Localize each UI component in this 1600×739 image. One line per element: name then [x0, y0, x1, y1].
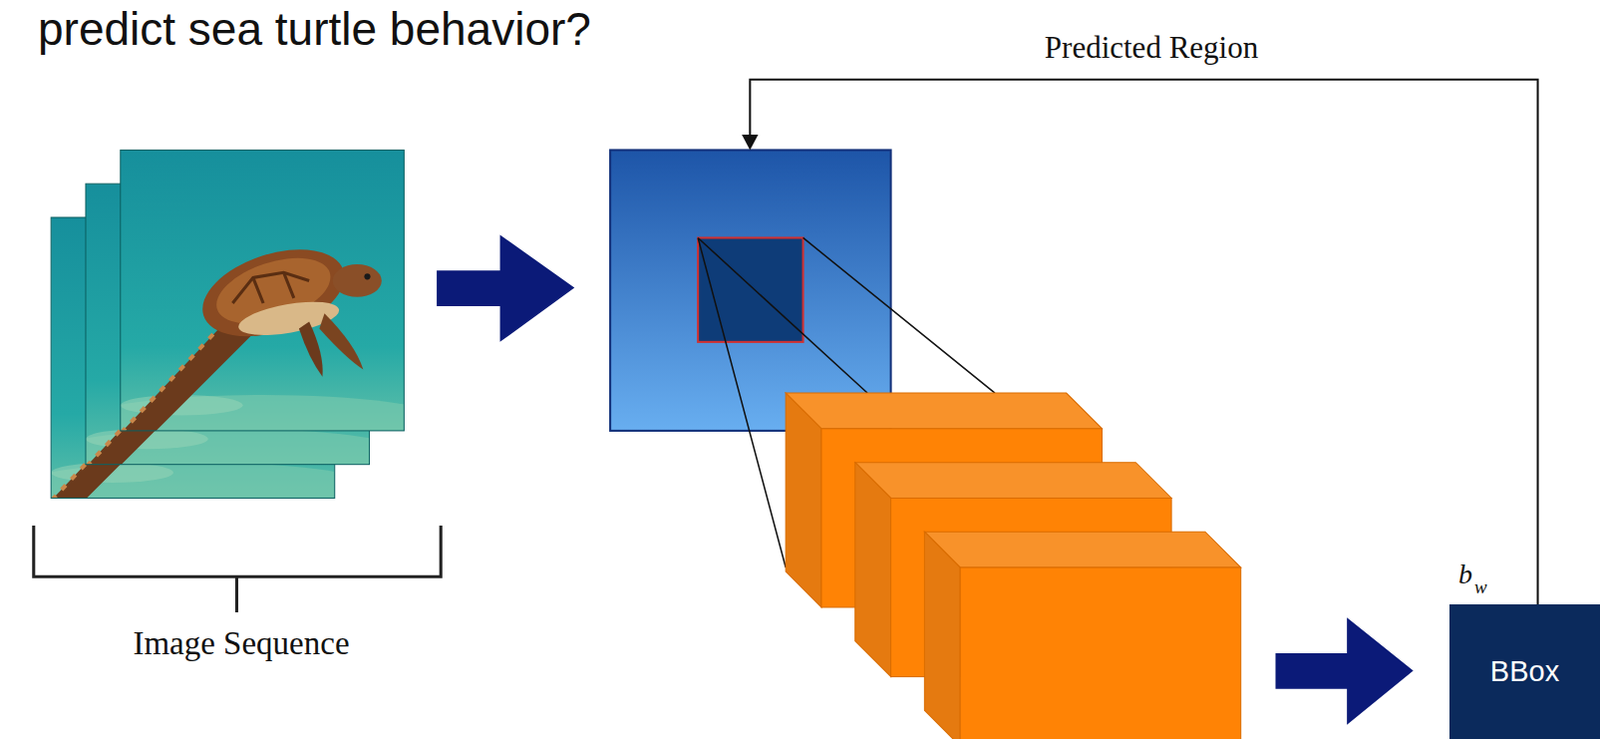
group-label: Image Sequence [132, 625, 349, 662]
variable-subscript: w [1474, 576, 1488, 599]
slide-title: predict sea turtle behavior? [37, 1, 592, 56]
variable-symbol: b [1458, 558, 1473, 591]
arrow-label: Predicted Region [1044, 29, 1259, 66]
box-text: BBox [1490, 654, 1560, 688]
output-box: BBox [1449, 604, 1600, 739]
